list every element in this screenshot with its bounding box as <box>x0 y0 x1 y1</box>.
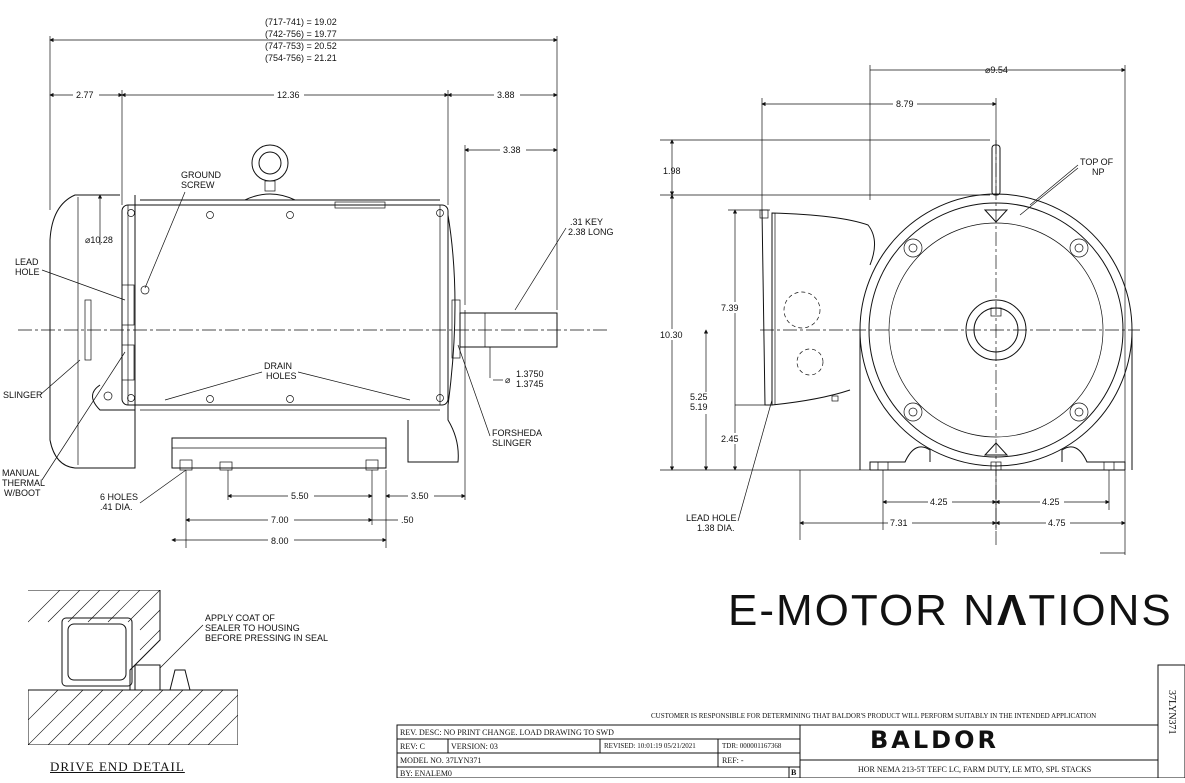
label-manual-3: W/BOOT <box>4 488 41 498</box>
dim-1030: 10.30 <box>660 330 683 340</box>
label-drain-1: DRAIN <box>264 361 292 371</box>
label-top-of-2: NP <box>1092 167 1105 177</box>
version: VERSION: 03 <box>451 742 498 751</box>
dim-diameter: ⌀10.28 <box>85 235 113 245</box>
dim-body: 12.36 <box>277 90 300 100</box>
dim-739: 7.39 <box>721 303 739 313</box>
label-lead-hole-1: LEAD HOLE <box>686 513 737 523</box>
description: HOR NEMA 213-5T TEFC LC, FARM DUTY, LE M… <box>858 765 1092 774</box>
dim-475: 4.75 <box>1048 518 1066 528</box>
dim-shaft-dia-max: 1.3750 <box>516 369 544 379</box>
drive-end-detail: APPLY COAT OF SEALER TO HOUSING BEFORE P… <box>28 590 328 745</box>
dim-holes-800: 8.00 <box>271 536 289 546</box>
label-manual-2: THERMAL <box>2 478 45 488</box>
detail-title: DRIVE END DETAIL <box>50 759 185 774</box>
sheet-size: B <box>791 768 797 777</box>
label-ground-1: GROUND <box>181 170 221 180</box>
label-six-holes-1: 6 HOLES <box>100 492 138 502</box>
detail-note-2: SEALER TO HOUSING <box>205 623 300 633</box>
ref: REF: - <box>722 756 744 765</box>
dim-holes-700: 7.00 <box>271 515 289 525</box>
length-table-3: (747-753) = 20.52 <box>265 41 337 51</box>
label-lead-1: LEAD <box>15 257 39 267</box>
label-top-of-1: TOP OF <box>1080 157 1114 167</box>
label-key: .31 KEY <box>570 217 603 227</box>
label-forsheda-1: FORSHEDA <box>492 428 542 438</box>
dim-245: 2.45 <box>721 434 739 444</box>
length-table-1: (717-741) = 19.02 <box>265 17 337 27</box>
dim-425-left: 4.25 <box>930 497 948 507</box>
drawn-by: BY: ENALEM0 <box>400 769 452 778</box>
baldor-logo: BALDOR <box>870 726 999 754</box>
revised: REVISED: 10:01:19 05/21/2021 <box>604 742 696 750</box>
dim-198: 1.98 <box>663 166 681 176</box>
detail-note-3: BEFORE PRESSING IN SEAL <box>205 633 328 643</box>
label-forsheda-2: SLINGER <box>492 438 532 448</box>
dim-425-right: 4.25 <box>1042 497 1060 507</box>
brand-logo: E-MOTOR NΛTIONS <box>728 586 1173 636</box>
label-lead-2: HOLE <box>15 267 40 277</box>
brand-part-3: TIONS <box>1028 586 1173 635</box>
dim-holes-550: 5.50 <box>291 491 309 501</box>
brand-part-1: E-MOTOR N <box>728 586 997 635</box>
label-six-holes-2: .41 DIA. <box>100 502 133 512</box>
tdr: TDR: 000001167368 <box>722 742 782 750</box>
end-view: ⌀9.54 8.79 1.98 10.30 7.39 5.25 5.19 2.4… <box>660 65 1140 555</box>
dim-rear: 2.77 <box>76 90 94 100</box>
dim-holes-350: 3.50 <box>411 491 429 501</box>
dim-879: 8.79 <box>896 99 914 109</box>
dim-731: 7.31 <box>890 518 908 528</box>
brand-part-2: Λ <box>996 586 1029 635</box>
label-manual-1: MANUAL <box>2 468 40 478</box>
dim-954: ⌀9.54 <box>985 65 1008 75</box>
dim-shaft-dia-min: 1.3745 <box>516 379 544 389</box>
drawing-number: 37LYN371 <box>1166 690 1177 735</box>
side-view: (717-741) = 19.02 (742-756) = 19.77 (747… <box>2 17 614 548</box>
dim-shaft-dia-symbol: ⌀ <box>505 375 511 385</box>
dim-519: 5.19 <box>690 402 708 412</box>
customer-note: CUSTOMER IS RESPONSIBLE FOR DETERMINING … <box>651 712 1097 720</box>
dim-shaft-total: 3.88 <box>497 90 515 100</box>
detail-note-1: APPLY COAT OF <box>205 613 275 623</box>
rev-desc: REV. DESC: NO PRINT CHANGE. LOAD DRAWING… <box>400 728 614 737</box>
dim-shaft: 3.38 <box>503 145 521 155</box>
dim-holes-050: .50 <box>401 515 414 525</box>
title-block-frame <box>396 664 1185 779</box>
label-ground-2: SCREW <box>181 180 215 190</box>
length-table-4: (754-756) = 21.21 <box>265 53 337 63</box>
length-table-2: (742-756) = 19.77 <box>265 29 337 39</box>
model-no: MODEL NO. 37LYN371 <box>400 756 482 765</box>
label-slinger: SLINGER <box>3 390 43 400</box>
label-lead-hole-2: 1.38 DIA. <box>697 523 735 533</box>
label-key-long: 2.38 LONG <box>568 227 614 237</box>
dim-525: 5.25 <box>690 392 708 402</box>
label-drain-2: HOLES <box>266 371 297 381</box>
rev: REV: C <box>400 742 425 751</box>
